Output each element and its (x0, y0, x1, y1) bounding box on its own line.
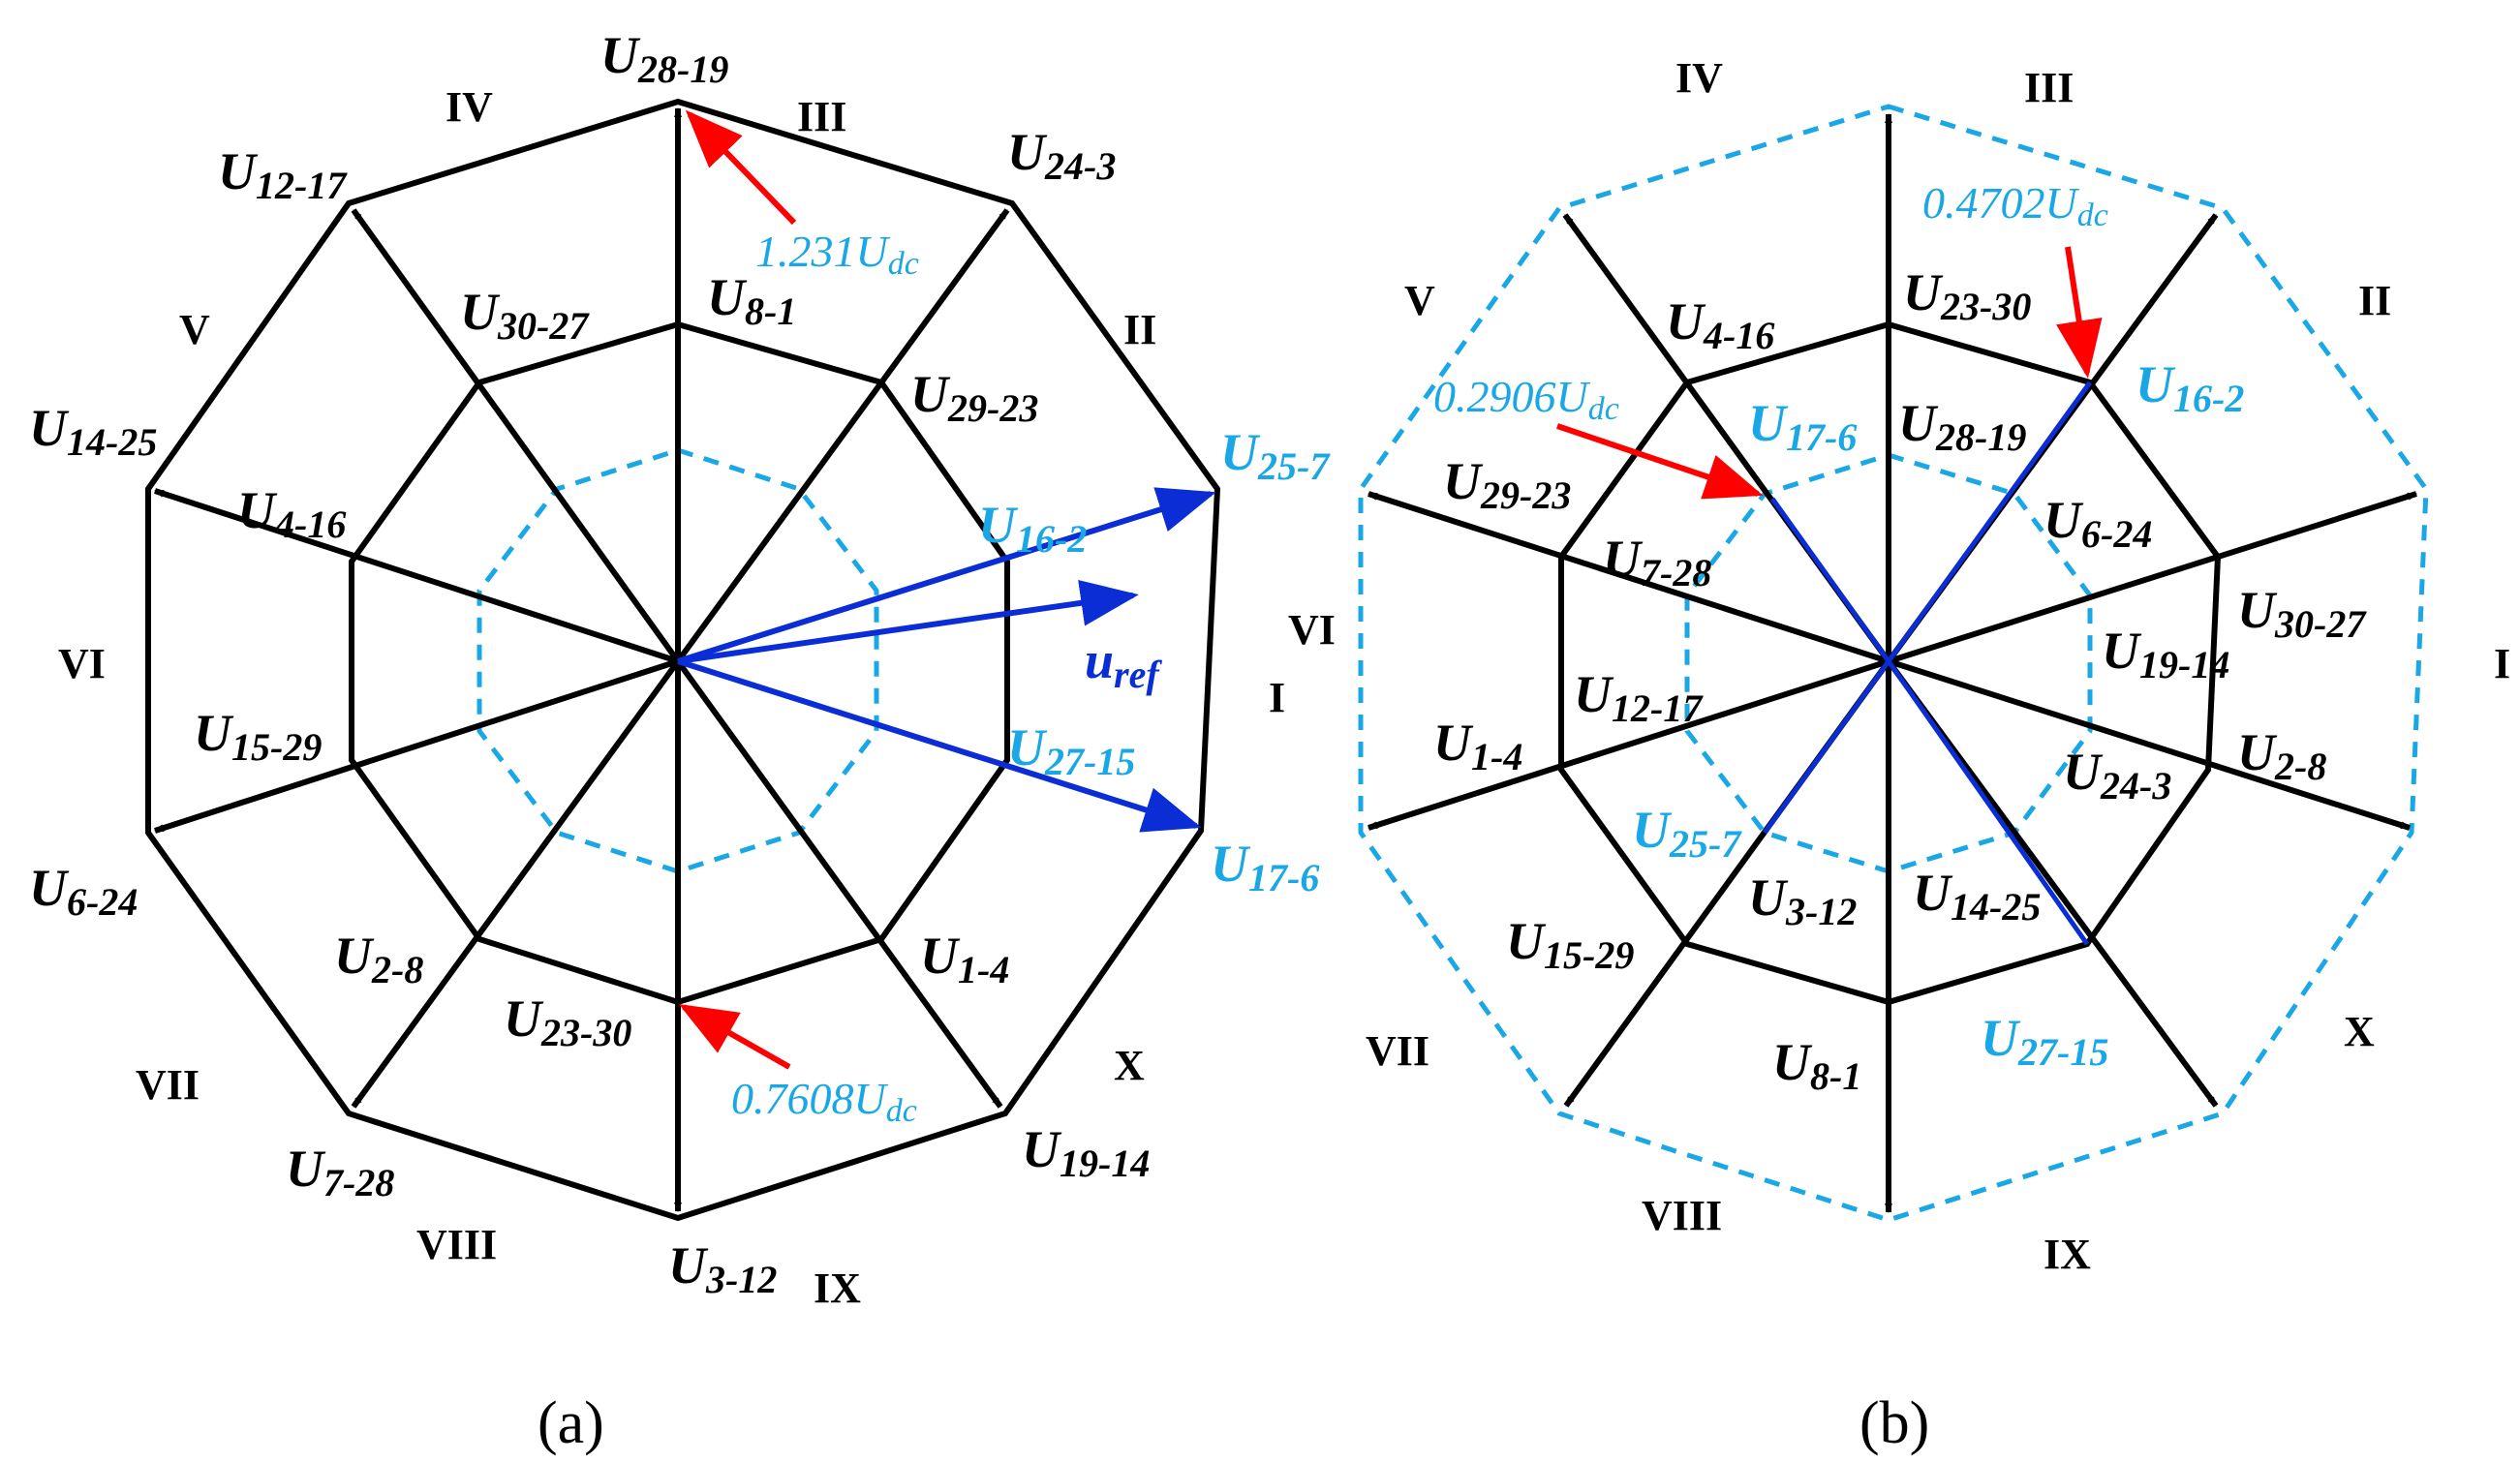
label-u23-30: U23-30 (504, 990, 631, 1054)
sector-viii: VIII (416, 1221, 497, 1268)
label-u6-24: U6-24 (29, 859, 138, 924)
label-u7-28: U7-28 (286, 1140, 394, 1204)
label-b-u24-3: U24-3 (2063, 743, 2171, 807)
annotation-04702: 0.4702Udc (1922, 178, 2108, 233)
sector-b-ii: II (2358, 277, 2391, 324)
blue-seg-27-15 (1886, 659, 2090, 946)
red-arrow-b-left (1556, 423, 1764, 500)
label-b-u19-14: U19-14 (2102, 622, 2229, 686)
spoke-u14-25 (154, 488, 679, 664)
vector-uref (677, 579, 1139, 664)
vector-u25-7 (677, 487, 1216, 664)
label-u12-17: U12-17 (218, 142, 348, 207)
label-b-u25-7: U25-7 (1632, 801, 1742, 866)
sector-v: V (179, 306, 210, 353)
sector-vii: VII (136, 1061, 200, 1109)
red-arrow-top (685, 109, 797, 226)
label-b-u17-6: U17-6 (1748, 394, 1857, 459)
label-u30-27: U30-27 (460, 283, 590, 348)
red-arrow-bottom (678, 1004, 791, 1070)
caption-a: (a) (538, 1390, 604, 1456)
annotation-1231: 1.231Udc (755, 227, 919, 282)
label-b-u4-16: U4-16 (1666, 292, 1774, 357)
panel-a: U28-19 U24-3 U25-7 U17-6 U19-14 U3-12 U7… (29, 26, 1331, 1456)
label-b-u29-23: U29-23 (1443, 452, 1571, 517)
label-u8-1: U8-1 (707, 268, 796, 333)
annotation-07608: 0.7608Udc (731, 1074, 917, 1129)
sector-b-vi: VI (1288, 606, 1336, 654)
spoke-b-1-4 (1368, 658, 1890, 831)
label-u14-25: U14-25 (29, 399, 157, 464)
label-b-u8-1: U8-1 (1772, 1033, 1861, 1098)
label-b-u7-28: U7-28 (1603, 530, 1711, 594)
label-b-u27-15: U27-15 (1981, 1009, 2108, 1074)
sector-b-viii: VIII (1642, 1192, 1722, 1239)
label-u29-23: U29-23 (910, 365, 1038, 430)
label-u25-7: U25-7 (1220, 423, 1331, 488)
outer-decagon (145, 98, 1221, 1222)
label-b-u2-8: U2-8 (2237, 723, 2326, 788)
label-u17-6: U17-6 (1211, 835, 1319, 899)
vector-u17-6 (677, 658, 1202, 833)
label-u16-2: U16-2 (978, 496, 1087, 561)
sector-b-x: X (2344, 1008, 2375, 1055)
sector-iii: III (797, 93, 846, 140)
panel-b: U30-27 U16-2 U23-30 U4-16 U29-23 U1-4 U1… (1288, 54, 2510, 1456)
label-u15-29: U15-29 (194, 704, 322, 769)
label-u2-8: U2-8 (334, 927, 423, 991)
sector-ix: IX (814, 1264, 861, 1312)
label-u4-16: U4-16 (237, 481, 346, 546)
sector-labels-b: I II III IV V VI VII VIII IX X (1288, 54, 2510, 1278)
blue-vectors (677, 487, 1216, 833)
sector-x: X (1114, 1042, 1145, 1089)
label-uref: uref (1085, 631, 1162, 696)
spoke-u7-28 (351, 659, 681, 1109)
annotation-02906: 0.2906Udc (1433, 372, 1619, 427)
outer-spokes (154, 107, 1010, 1212)
label-u3-12: U3-12 (668, 1236, 777, 1301)
blue-segments-b (1762, 381, 2093, 946)
spoke-b-29-23 (1368, 491, 1890, 664)
sector-b-i: I (2494, 640, 2510, 687)
label-u1-4: U1-4 (920, 927, 1009, 991)
label-b-u14-25: U14-25 (1913, 864, 2041, 929)
spoke-u6-24 (154, 658, 679, 834)
label-u19-14: U19-14 (1022, 1120, 1150, 1185)
blue-seg-16-2 (1886, 381, 2093, 663)
label-u27-15: U27-15 (1007, 718, 1135, 783)
blue-seg-25-7 (1762, 659, 1891, 835)
spoke-u19-14 (675, 659, 1003, 1109)
sector-b-iv: IV (1675, 54, 1723, 102)
spoke-u24-3 (675, 208, 1010, 663)
sector-b-iii: III (2024, 64, 2074, 111)
label-b-u30-27: U30-27 (2237, 581, 2367, 646)
sector-vi: VI (58, 640, 106, 687)
spoke-u12-17 (351, 208, 681, 663)
label-b-u3-12: U3-12 (1748, 868, 1857, 933)
label-b-u28-19: U28-19 (1898, 394, 2026, 459)
spoke-b-30-27 (1888, 491, 2417, 664)
sector-b-ix: IX (2044, 1231, 2091, 1278)
caption-b: (b) (1859, 1390, 1929, 1456)
sector-i: I (1269, 674, 1285, 721)
blue-seg-17-6 (1769, 497, 1891, 663)
label-u24-3: U24-3 (1007, 123, 1116, 188)
red-arrow-b-right (2056, 246, 2103, 379)
label-b-u15-29: U15-29 (1506, 912, 1634, 977)
label-u28-19: U28-19 (600, 26, 728, 91)
sector-ii: II (1123, 306, 1156, 353)
sector-labels-a: I II III IV V VI VII VIII IX X (58, 83, 1285, 1312)
label-b-u1-4: U1-4 (1433, 714, 1522, 778)
label-b-u6-24: U6-24 (2044, 491, 2152, 556)
label-b-u23-30: U23-30 (1903, 263, 2031, 328)
label-b-u16-2: U16-2 (2136, 355, 2244, 420)
sector-b-vii: VII (1366, 1027, 1429, 1075)
spoke-b-2-8 (1888, 658, 2411, 831)
label-b-u12-17: U12-17 (1574, 665, 1704, 730)
inner-dashed-decagon (476, 447, 879, 874)
sector-iv: IV (446, 83, 493, 131)
sector-b-v: V (1404, 277, 1435, 324)
outer-dashed-decagon (1358, 104, 2429, 1223)
